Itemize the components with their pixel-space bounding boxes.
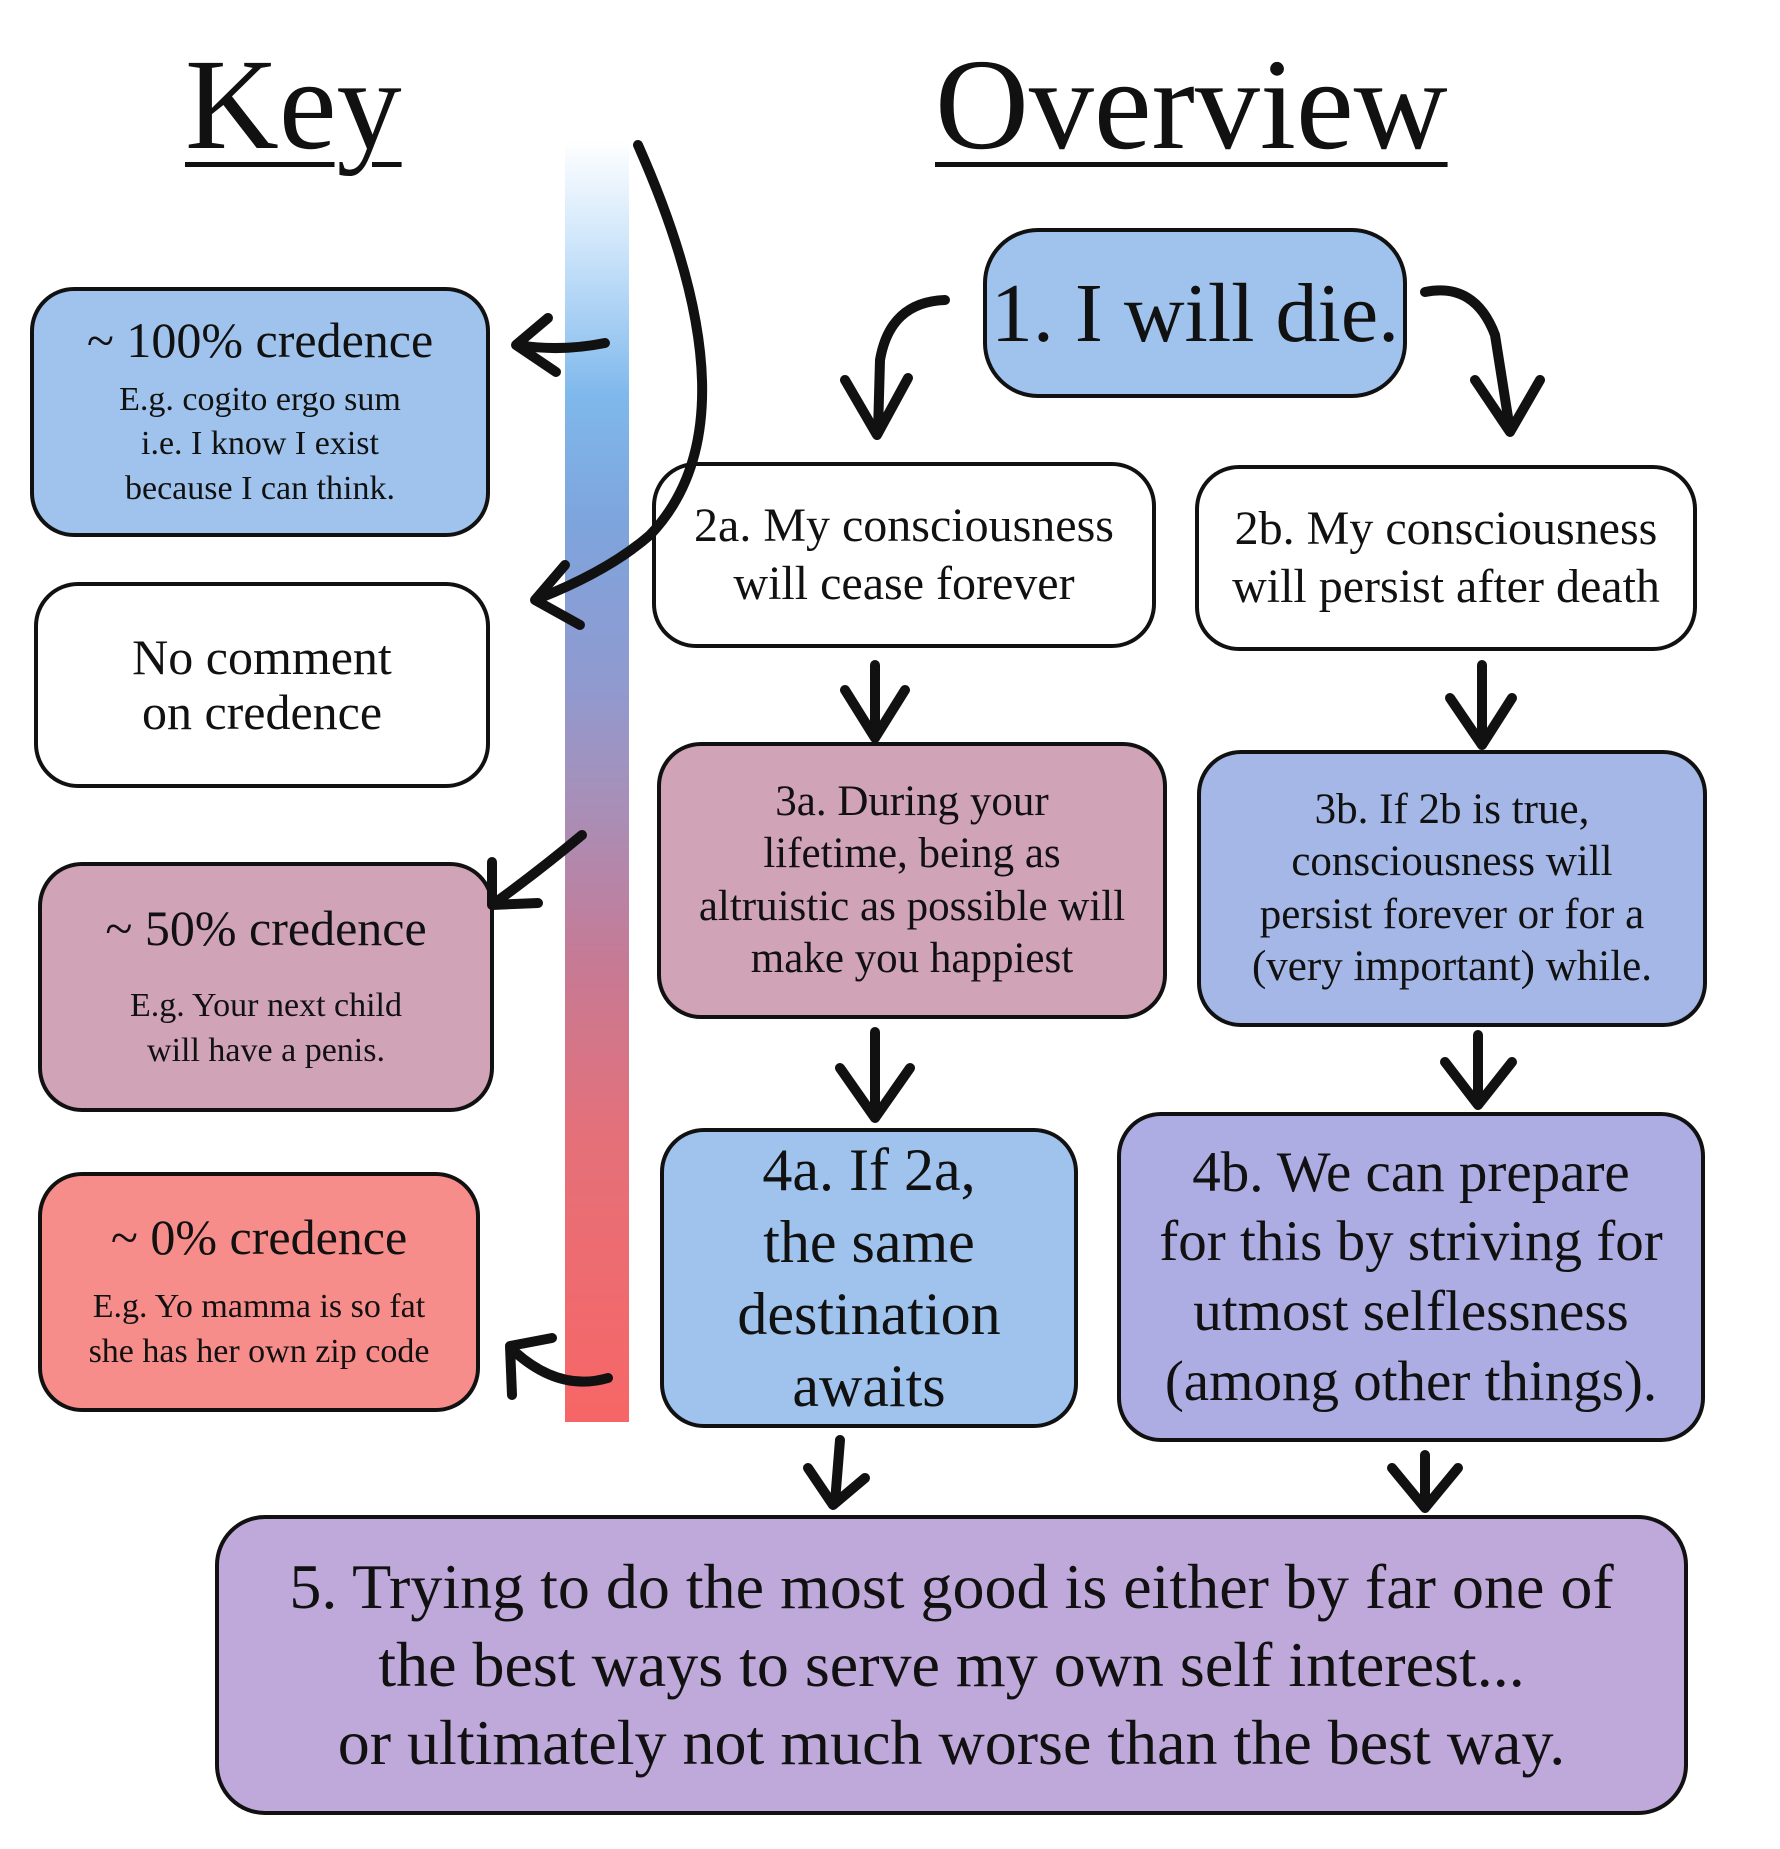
node-4a-line: the same — [763, 1209, 975, 1275]
node-4b-line: utmost selflessness — [1193, 1280, 1629, 1343]
key-0-example: E.g. Yo mamma is so fat she has her own … — [89, 1285, 430, 1373]
node-1-i-will-die: 1. I will die. — [983, 228, 1407, 398]
node-5-line: 5. Trying to do the most good is either … — [289, 1550, 1614, 1622]
node-3a-line: 3a. During your — [775, 777, 1049, 825]
arrow-4b-to-5 — [1387, 1450, 1463, 1513]
node-5-line: the best ways to serve my own self inter… — [378, 1628, 1525, 1700]
node-3a-altruism-happiness: 3a. During your lifetime, being as altru… — [657, 742, 1167, 1019]
node-3b-line: persist forever or for a — [1259, 890, 1645, 938]
key-no-comment-box: No comment on credence — [34, 582, 490, 788]
node-2a-line: will cease forever — [733, 557, 1075, 610]
node-5-conclusion: 5. Trying to do the most good is either … — [215, 1515, 1688, 1815]
node-2b-line: will persist after death — [1232, 560, 1660, 613]
arrow-1-to-2a — [840, 295, 950, 440]
key-50-example: E.g. Your next child will have a penis. — [130, 984, 402, 1072]
node-4b-line: for this by striving for — [1159, 1210, 1663, 1274]
node-4b-line: (among other things). — [1164, 1349, 1658, 1413]
key-arrow-to-0 — [505, 1333, 613, 1400]
node-4a-line: 4a. If 2a, — [762, 1137, 976, 1203]
node-2b-consciousness-persists: 2b. My consciousness will persist after … — [1195, 465, 1697, 651]
node-5-line: or ultimately not much worse than the be… — [337, 1707, 1566, 1779]
arrow-2b-to-3b — [1445, 660, 1517, 750]
overview-title: Overview — [935, 33, 1448, 177]
key-100-example-line: because I can think. — [124, 469, 395, 507]
credence-gradient-bar — [565, 140, 629, 1422]
key-arrow-to-100 — [511, 313, 610, 377]
key-0-label: ~ 0% credence — [110, 1209, 408, 1266]
node-3a-line: make you happiest — [750, 934, 1074, 982]
key-100-example-line: i.e. I know I exist — [141, 425, 379, 463]
node-4b-line: 4b. We can prepare — [1192, 1140, 1630, 1204]
key-0-example-line: E.g. Yo mamma is so fat — [92, 1288, 426, 1326]
key-50-label: ~ 50% credence — [105, 900, 427, 957]
arrow-1-to-2b — [1420, 285, 1545, 437]
key-0-credence-box: ~ 0% credence E.g. Yo mamma is so fat sh… — [38, 1172, 480, 1412]
key-100-credence-box: ~ 100% credence E.g. cogito ergo sum i.e… — [30, 287, 490, 537]
node-1-line: 1. I will die. — [990, 266, 1400, 360]
node-3b-consciousness-forever: 3b. If 2b is true, consciousness will pe… — [1197, 750, 1707, 1027]
key-50-credence-box: ~ 50% credence E.g. Your next child will… — [38, 862, 494, 1112]
node-3a-line: altruistic as possible will — [698, 882, 1126, 930]
node-3b-line: 3b. If 2b is true, — [1314, 785, 1590, 833]
key-no-comment-line: on credence — [141, 684, 383, 740]
key-arrow-to-50 — [487, 830, 587, 910]
node-2a-line: 2a. My consciousness — [694, 499, 1114, 553]
key-title: Key — [185, 33, 402, 177]
node-4a-line: awaits — [792, 1353, 946, 1419]
arrow-4a-to-5 — [803, 1435, 870, 1510]
key-no-comment-line: No comment — [132, 629, 392, 685]
arrow-3a-to-4a — [835, 1027, 915, 1123]
node-3b-line: consciousness will — [1291, 838, 1613, 886]
key-100-example-line: E.g. cogito ergo sum — [119, 381, 401, 419]
node-4a-line: destination — [737, 1281, 1001, 1347]
key-100-label: ~ 100% credence — [86, 312, 434, 369]
node-2b-line: 2b. My consciousness — [1234, 502, 1658, 556]
arrow-2a-to-3a — [840, 660, 910, 743]
arrow-3b-to-4b — [1440, 1030, 1517, 1110]
node-4b-prepare-selflessness: 4b. We can prepare for this by striving … — [1117, 1112, 1705, 1442]
node-3a-line: lifetime, being as — [763, 830, 1061, 878]
key-0-example-line: she has her own zip code — [88, 1332, 430, 1370]
key-curved-arrow-to-no-comment — [530, 140, 708, 630]
node-4a-same-destination: 4a. If 2a, the same destination awaits — [660, 1128, 1078, 1428]
node-2a-consciousness-ceases: 2a. My consciousness will cease forever — [652, 462, 1156, 648]
node-3b-line: (very important) while. — [1251, 942, 1653, 990]
key-100-example: E.g. cogito ergo sum i.e. I know I exist… — [119, 378, 401, 511]
key-50-example-line: will have a penis. — [147, 1031, 385, 1069]
key-50-example-line: E.g. Your next child — [130, 987, 402, 1025]
